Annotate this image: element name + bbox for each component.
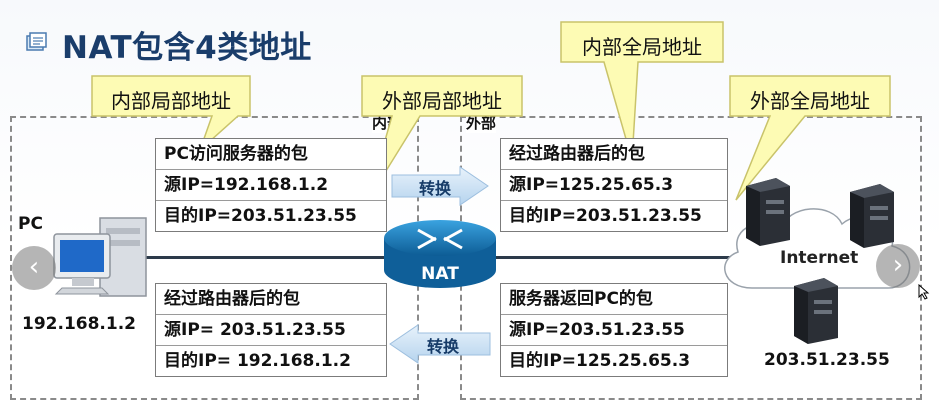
router-label: NAT: [421, 264, 459, 284]
packet-box-after-router-in: 经过路由器后的包 源IP= 203.51.23.55 目的IP= 192.168…: [155, 283, 387, 377]
pc-icon: [53, 217, 147, 297]
translate-arrow-left-icon: [389, 324, 491, 364]
previous-slide-button[interactable]: ‹: [12, 246, 56, 290]
callout-outside-global-bubble: [729, 75, 891, 201]
translate-arrow-right-icon: [391, 166, 489, 206]
callout-outside-local-bubble: [361, 75, 523, 201]
packet-source-ip: 源IP=125.25.65.3: [501, 170, 727, 201]
callout-outside-local: 外部局部地址: [382, 89, 502, 113]
server-icon: [746, 178, 790, 246]
mouse-cursor-icon: [918, 284, 930, 300]
packet-source-ip: 源IP= 203.51.23.55: [156, 315, 386, 346]
packet-destination-ip: 目的IP= 192.168.1.2: [164, 351, 351, 371]
packet-box-after-router-out: 经过路由器后的包 源IP=125.25.65.3 目的IP=203.51.23.…: [500, 138, 728, 232]
pc-label: PC: [18, 214, 43, 234]
next-slide-button[interactable]: ›: [876, 244, 920, 288]
packet-source-ip: 源IP=203.51.23.55: [501, 315, 727, 346]
slide-bullet-icon: [26, 32, 47, 51]
packet-box-pc-request: PC访问服务器的包 源IP=192.168.1.2 目的IP=203.51.23…: [155, 138, 387, 232]
packet-destination-ip: 目的IP=203.51.23.55: [164, 206, 357, 226]
callout-inside-global-bubble: [560, 21, 724, 161]
packet-title: PC访问服务器的包: [156, 139, 386, 170]
callout-inside-global: 内部全局地址: [582, 35, 702, 59]
packet-destination-ip: 目的IP=203.51.23.55: [509, 206, 702, 226]
server-icon: [850, 184, 894, 248]
packet-box-server-reply: 服务器返回PC的包 源IP=203.51.23.55 目的IP=125.25.6…: [500, 283, 728, 377]
packet-destination-ip: 目的IP=125.25.65.3: [509, 351, 691, 371]
callout-inside-local-bubble: [91, 75, 251, 151]
server-icon: [794, 278, 838, 344]
packet-title: 服务器返回PC的包: [501, 284, 727, 315]
packet-title: 经过路由器后的包: [501, 139, 727, 170]
translate-label-bottom: 转换: [426, 337, 459, 356]
slide-title: NAT包含4类地址: [62, 30, 312, 66]
server-ip: 203.51.23.55: [764, 350, 890, 370]
callout-outside-global: 外部全局地址: [750, 89, 870, 113]
callout-inside-local: 内部局部地址: [111, 89, 231, 113]
packet-source-ip: 源IP=192.168.1.2: [156, 170, 386, 201]
packet-title: 经过路由器后的包: [156, 284, 386, 315]
router-icon: [384, 220, 496, 288]
translate-label-top: 转换: [418, 179, 451, 198]
outside-region-label: 外部: [466, 112, 497, 133]
pc-ip: 192.168.1.2: [22, 314, 137, 334]
internet-label: Internet: [780, 248, 859, 268]
